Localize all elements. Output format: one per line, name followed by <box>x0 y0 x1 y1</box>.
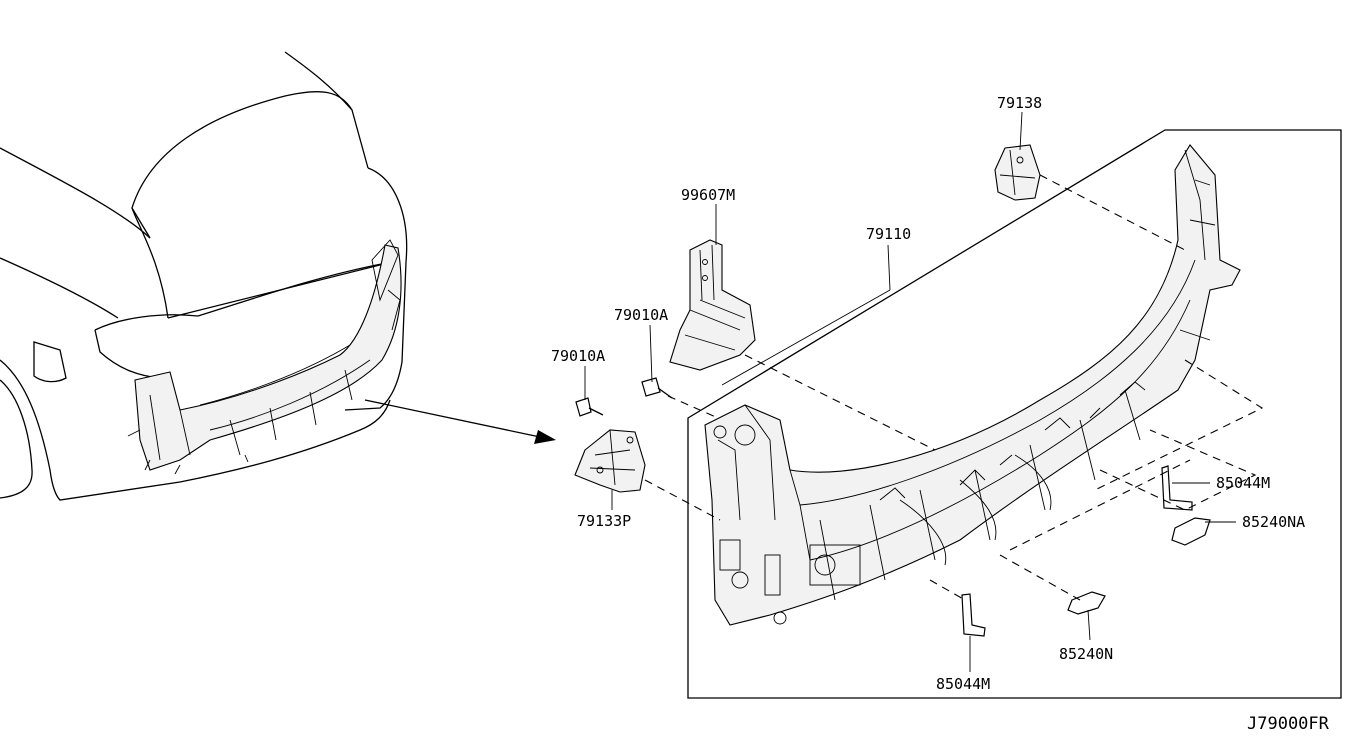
bracket-85240na <box>1171 517 1211 546</box>
leader-lines <box>584 111 1236 672</box>
vehicle-rear-illustration <box>0 51 556 501</box>
bracket-85044m-right <box>1161 465 1193 511</box>
bracket-99607m <box>669 239 756 371</box>
bracket-85044m-bottom <box>961 593 986 637</box>
diagram-code: J79000FR <box>1247 714 1330 734</box>
label-85044m-bottom: 85044M <box>936 675 990 693</box>
label-79010a-lower: 79010A <box>551 347 605 365</box>
bolt-79010a-lower <box>575 397 604 417</box>
label-85240na: 85240NA <box>1242 513 1305 531</box>
bracket-85240n <box>1067 591 1106 615</box>
label-79010a-upper: 79010A <box>614 306 668 324</box>
label-79133p: 79133P <box>577 512 631 530</box>
panel-frame <box>687 129 1342 699</box>
label-79110: 79110 <box>866 225 911 243</box>
dashed-assembly-lines <box>644 174 1264 601</box>
bolt-79010a-upper <box>641 377 673 399</box>
callout-labels: 79138 99607M 79110 79010A 79010A 79133P … <box>551 94 1330 734</box>
bracket-79133p <box>574 429 646 493</box>
label-99607m: 99607M <box>681 186 735 204</box>
label-79138: 79138 <box>997 94 1042 112</box>
label-85240n: 85240N <box>1059 645 1113 663</box>
bracket-79138 <box>994 144 1041 201</box>
rear-panel-assembly <box>704 144 1241 626</box>
label-85044m-right: 85044M <box>1216 474 1270 492</box>
